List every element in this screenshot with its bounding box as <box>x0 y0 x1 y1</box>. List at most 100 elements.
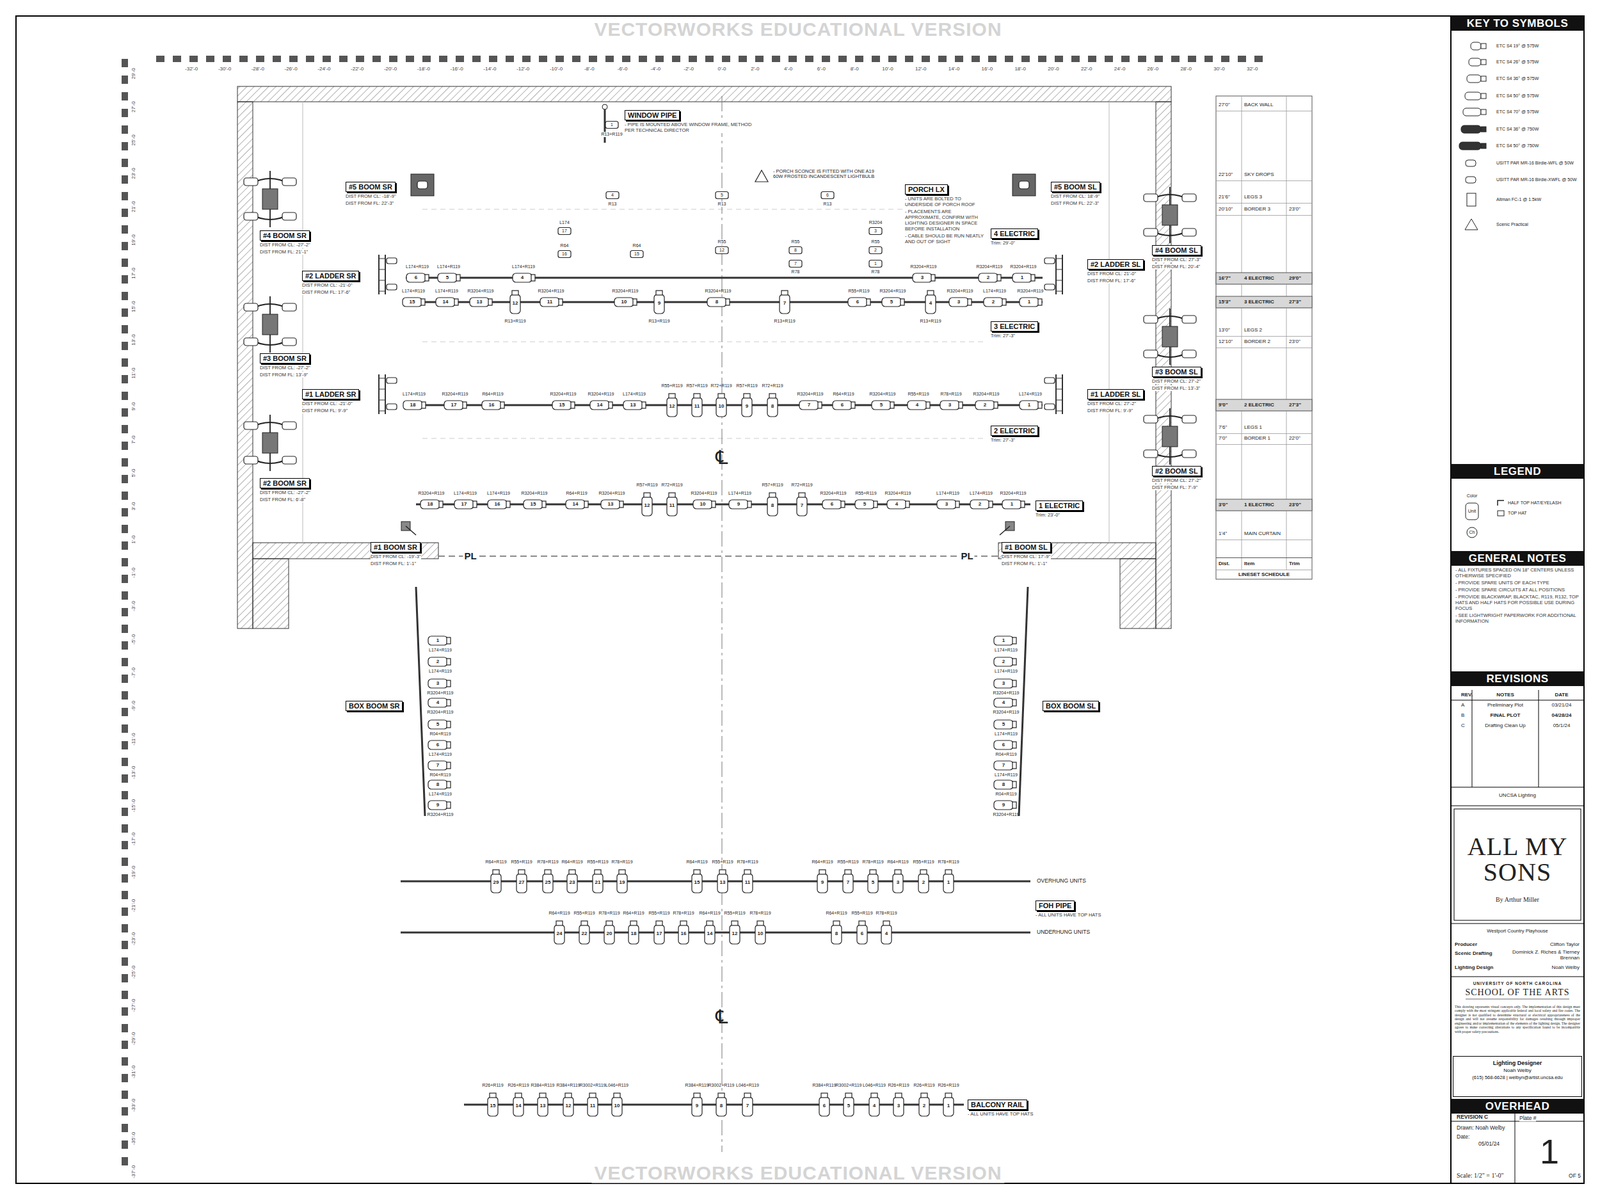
fixture-symbol <box>1020 501 1025 508</box>
fixture-symbol <box>831 924 842 944</box>
ladder-rung <box>378 280 386 281</box>
color-label: R3204+R119 <box>1017 288 1044 294</box>
fixture-symbol <box>817 401 822 409</box>
fixture-symbol <box>604 924 615 944</box>
table-cell: 04/28/24 <box>1551 712 1572 719</box>
legend-text: USITT PAR MR-16 Birdie-XWFL @ 50W <box>1496 177 1577 183</box>
unit-number: 15 <box>409 299 416 306</box>
boom-arm <box>405 526 416 536</box>
table-cell: 22'10" <box>1218 172 1233 178</box>
fixture-symbol <box>1012 699 1017 706</box>
table-cell: 23'0" <box>1288 206 1301 213</box>
fixture-symbol <box>487 1096 498 1117</box>
table-cell: 13'0" <box>1218 327 1231 334</box>
unit-number: 15 <box>694 880 701 886</box>
unit-number: 4 <box>520 275 524 281</box>
fixture-symbol <box>472 501 477 508</box>
unit-number: 12 <box>732 931 738 937</box>
position-label: #2 BOOM SLDIST FROM CL: 27'-2"DIST FROM … <box>1152 464 1202 491</box>
fixture-symbol <box>606 192 619 200</box>
fixture-symbol <box>693 499 713 509</box>
unit-number: 2 <box>1002 659 1005 665</box>
table-cell: 7'0" <box>1218 435 1227 442</box>
color-label: L174+R119 <box>453 490 477 496</box>
fixture-symbol <box>881 924 892 944</box>
fixture-symbol <box>691 873 703 893</box>
table-shade <box>1216 296 1312 308</box>
position-name: 3 ELECTRIC <box>990 321 1039 332</box>
fixture-symbol <box>883 920 890 926</box>
fixture-symbol <box>945 869 952 875</box>
fixture-symbol <box>1182 415 1197 424</box>
ruler-label: -28'-0 <box>251 66 265 73</box>
fixture-symbol <box>855 499 875 509</box>
theatre-walls <box>237 86 1172 629</box>
position-name: #2 BOOM SL <box>1152 465 1202 477</box>
color-label: R78+R119 <box>749 910 771 916</box>
key-symbol <box>1459 142 1481 150</box>
fixture-symbol <box>469 297 489 307</box>
fixture-symbol <box>386 377 397 384</box>
fixture-symbol <box>623 400 643 410</box>
fixture-symbol <box>678 924 689 944</box>
position-name: BALCONY RAIL <box>967 1099 1028 1110</box>
color-label: R78+R119 <box>875 910 897 916</box>
table-cell: 1 ELECTRIC <box>1244 502 1275 509</box>
color-label: R13+R119 <box>919 318 941 324</box>
fixture-symbol <box>993 760 1014 770</box>
fixture-symbol <box>489 1093 496 1098</box>
position-name: 2 ELECTRIC <box>990 425 1039 436</box>
ruler-label: 21'-0 <box>131 200 137 213</box>
color-label: R57+R119 <box>761 482 783 488</box>
main-curtain-line <box>438 555 999 557</box>
color-label: L174+R119 <box>728 490 752 496</box>
color-label: L174+R119 <box>402 391 426 397</box>
position-note: DIST FROM FL: 21'-1" <box>259 248 311 255</box>
fixture-symbol <box>402 297 422 307</box>
fixture-symbol <box>693 393 701 399</box>
fixture-symbol <box>444 400 464 410</box>
fixture-symbol <box>605 121 619 129</box>
fixture-symbol <box>437 273 457 283</box>
note-text: - SEE LIGHTWRIGHT PAPERWORK FOR ADDITION… <box>1455 612 1580 624</box>
ruler-label: 3'-0 <box>131 501 137 511</box>
color-label: R55 <box>871 239 880 245</box>
table-shade <box>1216 499 1312 511</box>
fixture-symbol <box>1038 401 1042 409</box>
fixture-symbol <box>506 501 511 508</box>
ruler-label: -21'-0 <box>131 899 137 912</box>
fixture-symbol <box>512 290 519 296</box>
unit-number: 1 <box>610 122 614 128</box>
position-note: - ALL UNITS HAVE TOP HATS <box>967 1111 1033 1117</box>
fixture-symbol <box>931 274 936 281</box>
ruler-label: -20'-0 <box>384 66 397 73</box>
position-note: DIST FROM CL: -18'-9" <box>345 193 397 200</box>
ruler-label: -6'-0 <box>617 66 628 73</box>
fixture-symbol <box>851 401 856 409</box>
notes-panel: GENERAL NOTES- ALL FIXTURES SPACED ON 18… <box>1450 551 1584 624</box>
pipe-label: UNDERHUNG UNITS <box>1036 929 1090 936</box>
color-label: R55 <box>718 239 727 245</box>
color-label: L174+R119 <box>512 264 536 270</box>
fixture-symbol <box>523 499 543 509</box>
fixture-symbol <box>817 873 828 893</box>
color-label: R3204+R119 <box>705 288 732 294</box>
fixture-symbol <box>542 501 546 508</box>
color-label: R78+R119 <box>862 859 884 865</box>
fixture-symbol <box>945 1093 952 1098</box>
fixture-symbol <box>873 501 878 508</box>
color-label: L174+R119 <box>994 731 1018 737</box>
ruler-label: -32'-0 <box>184 66 198 73</box>
fixture-symbol <box>630 920 637 926</box>
key-symbol <box>1465 176 1476 184</box>
fixture-symbol <box>446 637 451 644</box>
unit-number: 5 <box>1002 721 1005 728</box>
fixture-symbol <box>537 1096 548 1117</box>
fixture-symbol <box>993 636 1014 646</box>
position-label: #5 BOOM SRDIST FROM CL: -18'-9"DIST FROM… <box>345 180 397 207</box>
fixture-symbol <box>900 298 905 306</box>
fixture-symbol <box>920 1093 928 1098</box>
color-label: R3204+R119 <box>797 391 824 397</box>
unit-number: 13 <box>720 880 726 886</box>
fixture-symbol <box>1182 350 1197 358</box>
